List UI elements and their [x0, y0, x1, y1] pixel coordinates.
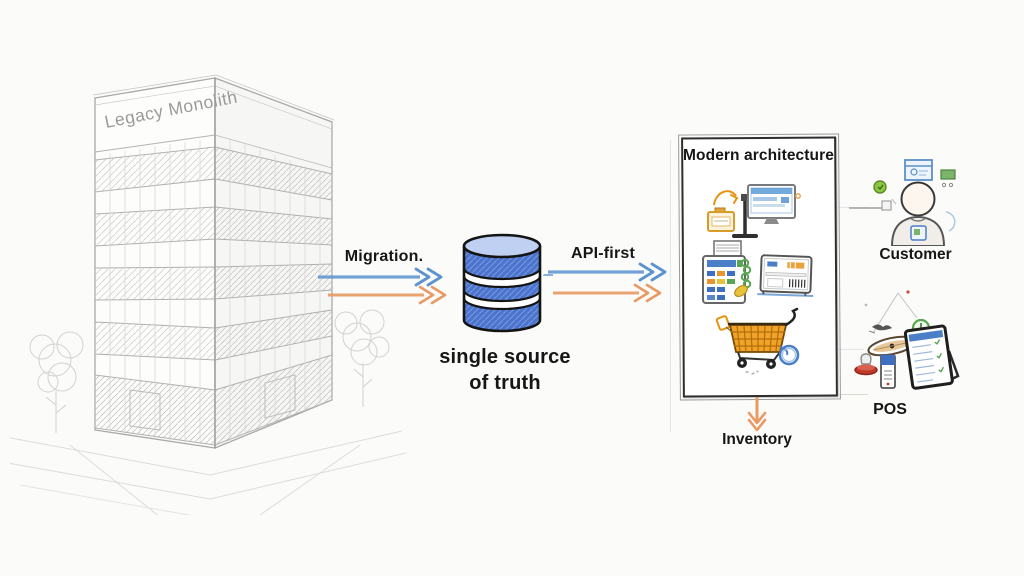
receipt-printer-icon	[757, 254, 814, 298]
customer-avatar-icon	[890, 181, 956, 246]
dark-scribble	[868, 324, 892, 334]
tree-sketch-right	[334, 309, 390, 407]
legacy-building-sketch: Legacy Monolith	[10, 74, 407, 515]
customer-cluster	[849, 159, 956, 246]
pos-label: POS	[873, 401, 907, 418]
inventory-label: Inventory	[722, 431, 792, 448]
modern-architecture-icons	[702, 184, 814, 375]
arrow-down-orange-inventory	[747, 397, 767, 432]
api-first-label: API-first	[570, 245, 636, 262]
database-cylinder	[460, 233, 553, 333]
modern-architecture-title: Modern architecture	[683, 147, 834, 164]
migration-label: Migration.	[344, 248, 424, 265]
barcode-scanner-icon	[707, 207, 735, 232]
guide-line-h2	[838, 349, 864, 350]
stamp-icon	[854, 353, 878, 376]
arrow-right-blue-api	[548, 262, 667, 282]
arrow-right-orange-migration	[328, 285, 447, 305]
guide-line-vertical	[670, 140, 671, 432]
price-tag-icon	[715, 315, 733, 333]
pos-cluster	[854, 290, 960, 390]
database-caption-line2: of truth	[469, 372, 541, 394]
magnifier-ring-icon	[778, 344, 800, 366]
card-reader-icon	[880, 354, 896, 389]
guide-triangle	[864, 290, 918, 334]
arrow-right-blue-migration	[318, 267, 443, 287]
tree-sketch-left	[29, 331, 84, 433]
database-caption-line1: single source	[439, 346, 571, 368]
arrow-right-orange-api	[553, 283, 662, 303]
street-lines	[10, 430, 407, 515]
connector-arrow	[849, 198, 897, 211]
desktop-monitor-icon	[747, 184, 801, 224]
database-caption: single source of truth	[432, 344, 578, 396]
tablet-on-stand-icon	[903, 324, 960, 390]
green-dot-icon	[873, 180, 887, 194]
pole-stand-icon	[732, 194, 758, 238]
ad-badge-icon	[940, 169, 956, 188]
facade-mullions	[109, 140, 321, 446]
shopping-cart-icon	[715, 307, 800, 375]
customer-label: Customer	[879, 246, 952, 263]
pos-register-icon	[702, 240, 752, 304]
browser-window-icon	[904, 159, 933, 181]
curved-arrow-icon	[713, 190, 739, 206]
